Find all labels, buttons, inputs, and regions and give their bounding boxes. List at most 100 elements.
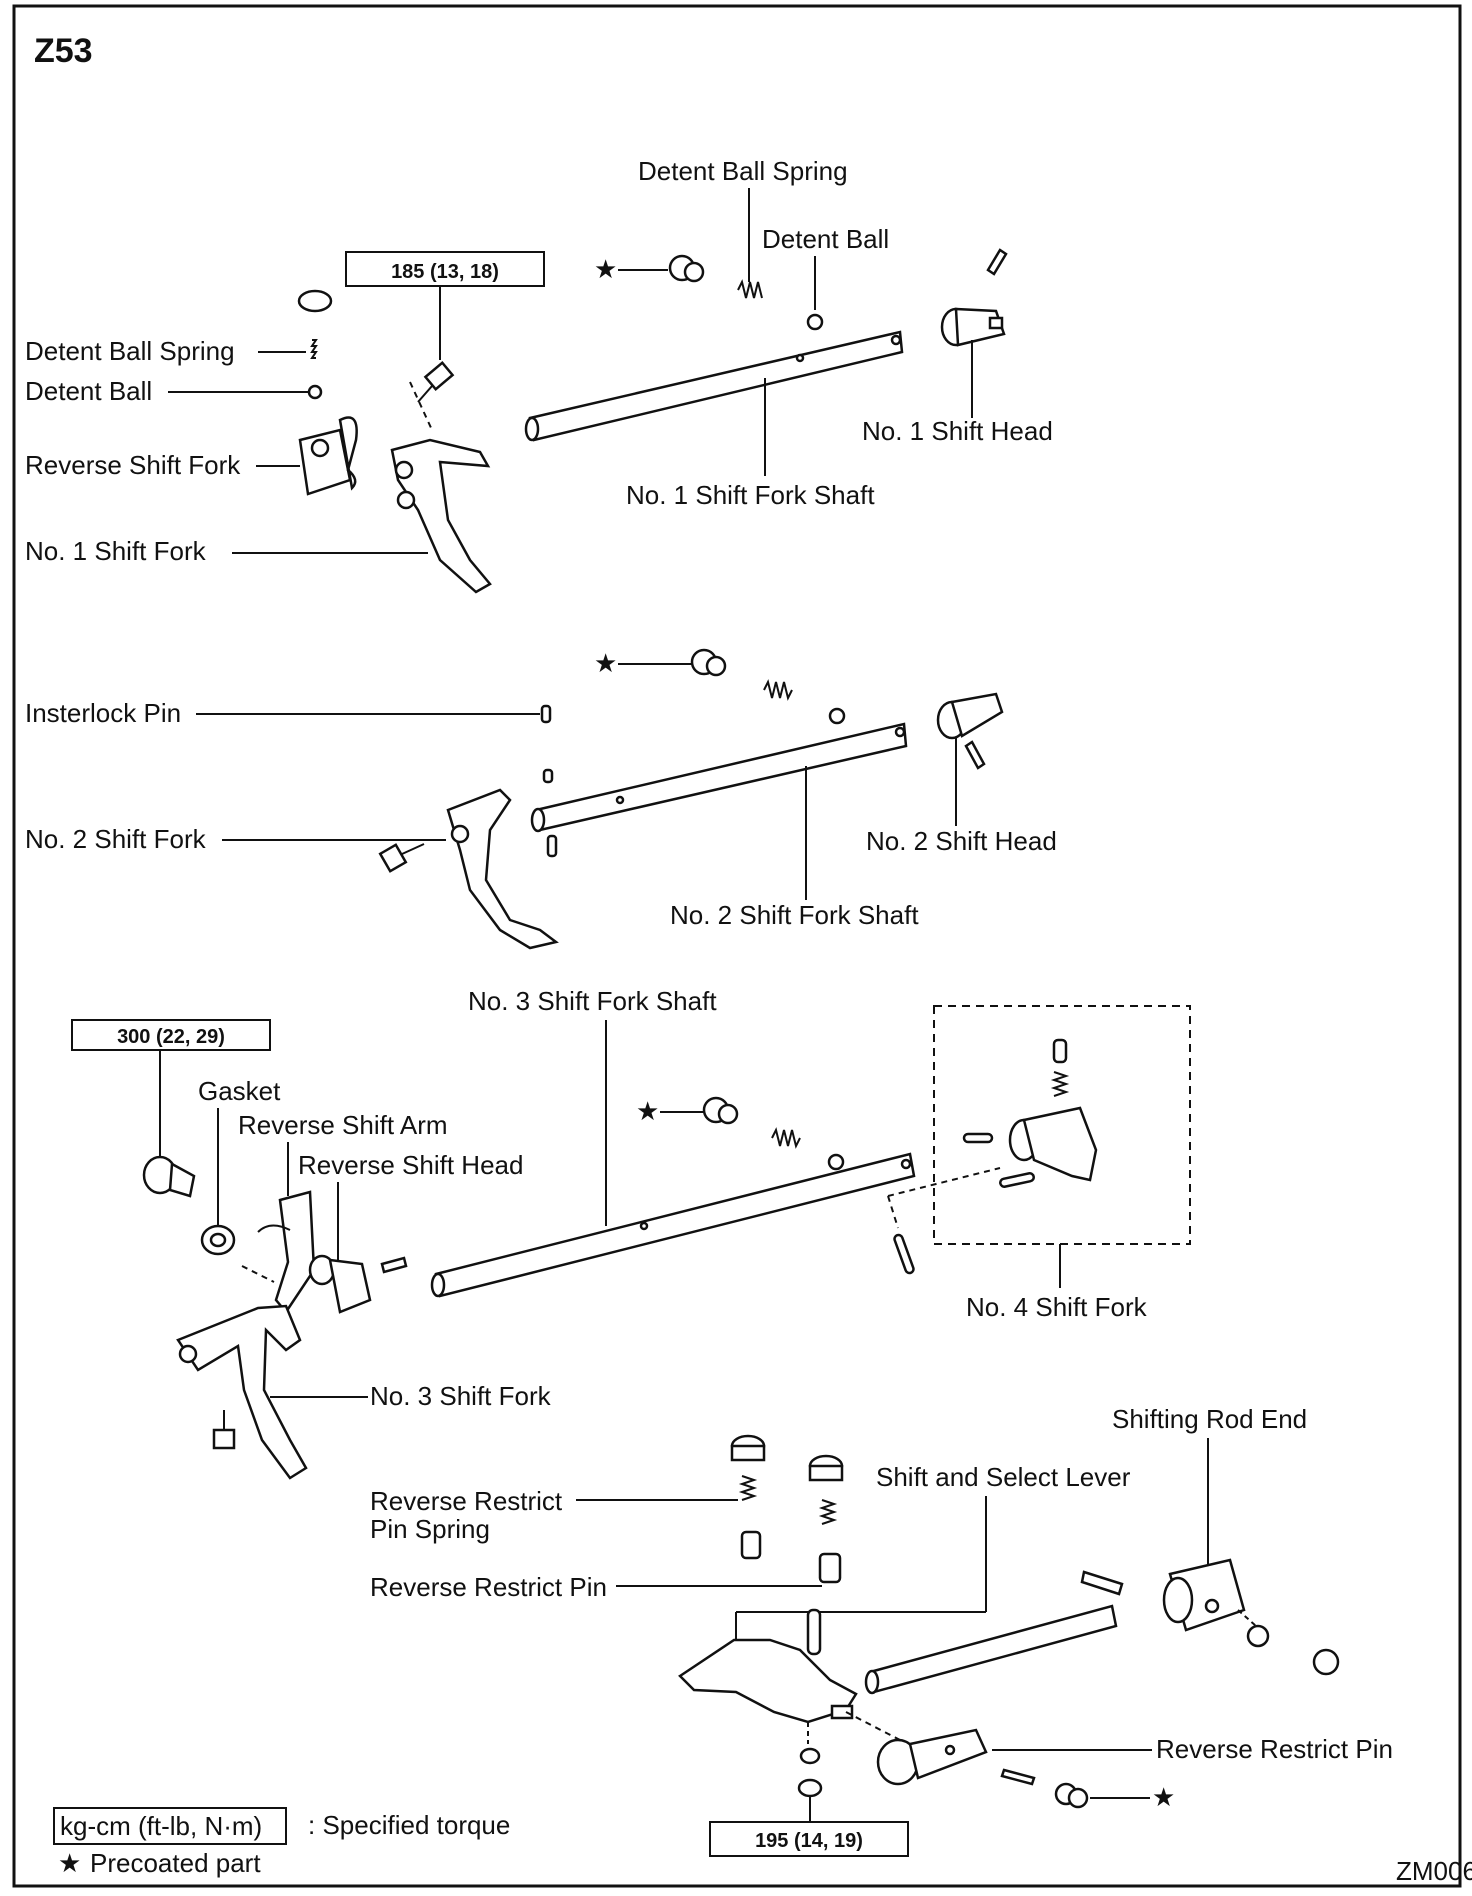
reverse-restrict-pin — [876, 1728, 988, 1786]
restrict-plug-icon — [730, 1434, 844, 1482]
plug-icon — [690, 648, 727, 677]
no2-shift-head — [936, 692, 1004, 740]
nut-icon — [1312, 1648, 1340, 1676]
pin-icon — [1000, 1768, 1036, 1786]
reverse-shift-arm — [257, 1190, 316, 1315]
spring-icon — [1050, 1071, 1070, 1097]
precoated-star-icon: ★ — [594, 648, 617, 678]
legend-torque-desc: : Specified torque — [308, 1810, 510, 1840]
torque-value-300: 300 (22, 29) — [117, 1026, 225, 1048]
label-reverse-shift-fork: Reverse Shift Fork — [25, 450, 241, 480]
label-no3-shift-fork: No. 3 Shift Fork — [370, 1381, 552, 1411]
spring-icon — [763, 679, 793, 701]
legend-torque-unit: kg-cm (ft-lb, N·m) — [60, 1811, 262, 1841]
spring-icon — [738, 1475, 758, 1501]
pin-icon — [986, 248, 1008, 276]
interlock-pin-icon — [540, 704, 552, 724]
pin-icon — [893, 1233, 915, 1275]
label-shifting-rod-end: Shifting Rod End — [1112, 1404, 1307, 1434]
bolt-icon — [417, 361, 455, 403]
bolt-icon — [212, 1410, 236, 1450]
label-no1-shift-fork-shaft: No. 1 Shift Fork Shaft — [626, 480, 875, 510]
label-detent-ball-top: Detent Ball — [762, 224, 889, 254]
label-detent-ball-spring-top: Detent Ball Spring — [638, 156, 848, 186]
no2-shift-fork-shaft — [530, 722, 908, 833]
label-reverse-shift-head: Reverse Shift Head — [298, 1150, 523, 1180]
shift-select-lever — [678, 1638, 858, 1724]
no2-shift-fork — [446, 788, 559, 950]
label-reverse-shift-arm: Reverse Shift Arm — [238, 1110, 448, 1140]
footer-code: ZM0066 — [1396, 1856, 1472, 1886]
diagram-id: Z53 — [34, 32, 93, 70]
pin-icon — [380, 1256, 408, 1274]
label-no3-shift-fork-shaft: No. 3 Shift Fork Shaft — [468, 986, 717, 1016]
pin-icon — [962, 1132, 994, 1144]
legend-torque-box — [53, 1807, 287, 1845]
interlock-pin-icon — [546, 834, 558, 858]
detent-plug-icon — [297, 289, 333, 313]
label-gasket: Gasket — [198, 1076, 281, 1106]
no4-shift-fork — [1008, 1106, 1098, 1182]
label-interlock-pin: Insterlock Pin — [25, 698, 181, 728]
label-rev-restrict-pin-right: Reverse Restrict Pin — [1156, 1734, 1393, 1764]
precoated-star-icon: ★ — [594, 254, 617, 284]
torque-box-300 — [71, 1019, 271, 1051]
spring-icon — [771, 1127, 801, 1149]
legend-precoated-star-icon: ★ — [58, 1848, 81, 1878]
detent-ball-left-icon — [307, 384, 323, 400]
label-no2-shift-head: No. 2 Shift Head — [866, 826, 1057, 856]
torque-value-195: 195 (14, 19) — [755, 1830, 863, 1852]
reverse-shift-head — [308, 1254, 372, 1314]
bolt-icon — [378, 843, 425, 873]
no1-shift-fork — [390, 438, 492, 594]
precoated-star-icon: ★ — [1152, 1782, 1175, 1812]
drain-bolt-icon — [142, 1155, 196, 1198]
detent-ball-icon — [827, 1153, 845, 1171]
nut-icon — [797, 1778, 823, 1798]
label-rev-restrict-pin-left: Reverse Restrict Pin — [370, 1572, 607, 1602]
no1-shift-head — [940, 307, 1006, 347]
label-detent-ball-spring-left: Detent Ball Spring — [25, 336, 235, 366]
no3-shift-fork-shaft — [430, 1152, 916, 1298]
label-no1-shift-fork: No. 1 Shift Fork — [25, 536, 207, 566]
pin-icon — [806, 1608, 822, 1656]
torque-box-185 — [345, 251, 545, 287]
shift-select-lever-shaft — [864, 1604, 1118, 1695]
label-no2-shift-fork-shaft: No. 2 Shift Fork Shaft — [670, 900, 919, 930]
label-no1-shift-head: No. 1 Shift Head — [862, 416, 1053, 446]
spring-left-icon — [310, 339, 318, 359]
spring-icon — [818, 1499, 838, 1525]
washer-icon — [799, 1747, 821, 1765]
no3-shift-fork — [176, 1304, 308, 1480]
precoated-star-icon: ★ — [636, 1096, 659, 1126]
shifting-rod-end — [1162, 1558, 1246, 1632]
restrict-pin-icon — [740, 1530, 762, 1560]
spring-icon — [737, 279, 763, 299]
plug-icon — [702, 1096, 739, 1125]
detent-ball-icon — [806, 313, 824, 331]
interlock-pin-icon — [542, 768, 554, 784]
plug-icon — [668, 254, 705, 283]
torque-value-185: 185 (13, 18) — [391, 261, 499, 283]
no4-shift-fork-box — [933, 1005, 1191, 1245]
label-no4-shift-fork: No. 4 Shift Fork — [966, 1292, 1148, 1322]
legend-precoated-desc: Precoated part — [90, 1848, 261, 1878]
washer-icon — [1246, 1624, 1270, 1648]
label-no2-shift-fork: No. 2 Shift Fork — [25, 824, 207, 854]
label-shift-select-lever: Shift and Select Lever — [876, 1462, 1131, 1492]
label-rev-restrict-pin-spring-line2: Pin Spring — [370, 1514, 490, 1544]
pin-icon — [1080, 1570, 1124, 1596]
detent-ball-icon — [828, 707, 846, 725]
detent-plug-icon — [1052, 1038, 1068, 1064]
restrict-pin-icon — [818, 1552, 842, 1584]
label-rev-restrict-pin-spring-line1: Reverse Restrict — [370, 1486, 563, 1516]
plug-icon — [1054, 1782, 1089, 1809]
no1-shift-fork-shaft — [524, 330, 904, 442]
page-frame — [12, 4, 1462, 1888]
label-detent-ball-left: Detent Ball — [25, 376, 152, 406]
pin-icon — [964, 740, 986, 770]
torque-box-195 — [709, 1821, 909, 1857]
reverse-shift-fork — [298, 416, 358, 496]
